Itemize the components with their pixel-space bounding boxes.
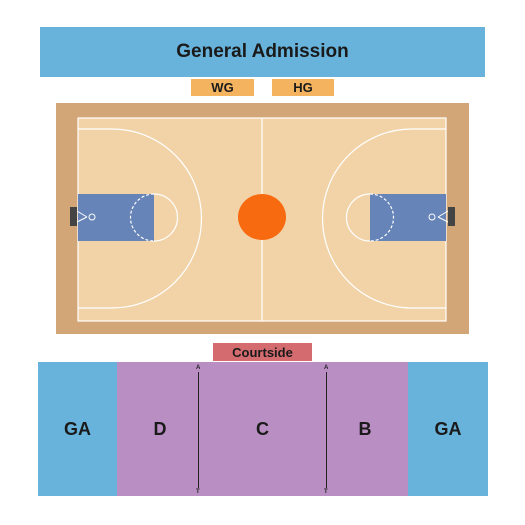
section-wg-label: WG — [211, 80, 234, 95]
section-ga-right-label: GA — [434, 418, 462, 439]
aisle-left-top-letter: A — [196, 365, 201, 371]
section-d[interactable]: D — [117, 362, 203, 496]
section-ga-right[interactable]: GA — [408, 362, 488, 496]
section-d-label: D — [153, 418, 167, 439]
aisle-right: A T — [323, 365, 331, 495]
center-circle — [238, 194, 286, 240]
section-hg-label: HG — [293, 80, 313, 95]
aisle-right-line — [326, 372, 327, 488]
section-courtside[interactable]: Courtside — [213, 343, 312, 361]
paint-left — [78, 194, 154, 241]
section-general-admission[interactable]: General Admission — [40, 27, 485, 77]
section-c[interactable]: C — [203, 362, 322, 496]
section-courtside-label: Courtside — [232, 344, 293, 360]
section-ga-left[interactable]: GA — [38, 362, 117, 496]
hoop-left — [70, 207, 96, 226]
aisle-right-bottom-letter: T — [324, 489, 328, 495]
section-c-label: C — [256, 418, 269, 439]
aisle-left-bottom-letter: T — [196, 489, 200, 495]
section-b-label: B — [358, 418, 372, 439]
paint-right — [370, 194, 446, 241]
aisle-left-line — [198, 372, 199, 488]
section-ga-left-label: GA — [64, 418, 91, 439]
hoop-right — [428, 207, 455, 226]
section-hg[interactable]: HG — [272, 79, 334, 96]
section-general-admission-label: General Admission — [176, 41, 349, 62]
aisle-left: A T — [195, 365, 203, 495]
section-wg[interactable]: WG — [191, 79, 254, 96]
aisle-right-top-letter: A — [324, 365, 329, 371]
section-b[interactable]: B — [322, 362, 408, 496]
